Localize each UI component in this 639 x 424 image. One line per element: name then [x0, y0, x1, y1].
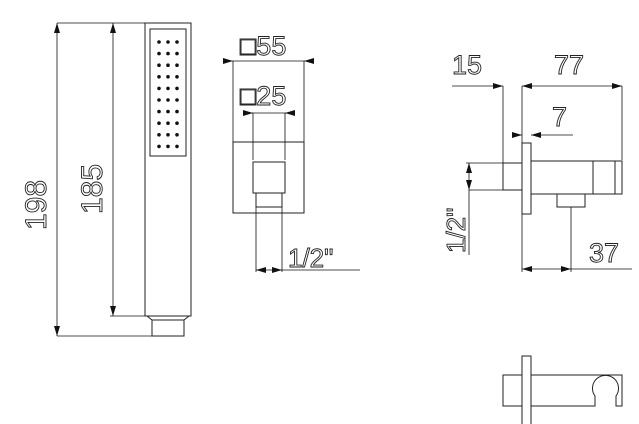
spray-nozzle: [166, 133, 170, 137]
spray-nozzle: [166, 144, 170, 149]
spray-nozzle: [157, 144, 161, 149]
hand-shower-front-view: 198 185: [20, 22, 192, 337]
outlet-body: [252, 161, 286, 194]
wall-outlet-front-view: □55 □25 1/2": [223, 31, 360, 273]
spray-nozzle: [166, 98, 170, 102]
spray-nozzle: [166, 40, 170, 44]
spray-nozzle: [166, 86, 170, 91]
spray-nozzle: [175, 86, 179, 91]
dimension-label-thread-side: 1/2": [441, 208, 471, 253]
side-inlet-connector: [502, 162, 523, 191]
dimension-label-7: 7: [552, 102, 567, 132]
spray-nozzle: [157, 40, 161, 44]
spray-nozzle: [166, 75, 170, 79]
handle-neck: [146, 315, 190, 321]
hose-connector: [151, 319, 185, 337]
spray-nozzle: [157, 63, 161, 67]
spray-nozzle: [175, 121, 179, 125]
spray-nozzle: [166, 51, 170, 56]
shower-handle-outline: [144, 22, 192, 317]
spray-nozzles: [157, 40, 179, 149]
spray-nozzle: [157, 109, 161, 114]
spray-nozzle: [157, 75, 161, 79]
dimension-label-198: 198: [20, 180, 53, 230]
spray-nozzle: [175, 109, 179, 114]
dimension-label-37: 37: [589, 238, 619, 268]
wall-outlet-top-view: [502, 355, 623, 424]
side-wall-plate: [521, 142, 532, 215]
side-outlet-nipple: [556, 193, 586, 208]
spray-nozzle: [175, 133, 179, 137]
hand-shower-holder-hook: [531, 374, 623, 407]
spray-face-panel: [149, 28, 187, 157]
spray-nozzle: [157, 133, 161, 137]
side-bracket-body: [530, 160, 623, 195]
spray-nozzle: [175, 63, 179, 67]
spray-nozzle: [175, 40, 179, 44]
top-wall-plate: [521, 355, 532, 424]
outlet-thread: [255, 192, 283, 208]
spray-nozzle: [157, 121, 161, 125]
spray-nozzle: [166, 121, 170, 125]
spray-nozzle: [157, 98, 161, 102]
spray-nozzle: [166, 109, 170, 114]
spray-nozzle: [175, 144, 179, 149]
dimension-label-55: □55: [240, 31, 286, 61]
spray-nozzle: [175, 51, 179, 56]
top-inlet-connector: [502, 374, 523, 407]
wall-plate: [232, 141, 305, 214]
dimension-label-thread-front: 1/2": [288, 243, 333, 273]
spray-nozzle: [157, 51, 161, 56]
dimension-label-15: 15: [452, 50, 482, 80]
spray-nozzle: [157, 86, 161, 91]
dimension-label-185: 185: [76, 164, 109, 214]
spray-nozzle: [175, 75, 179, 79]
dimension-label-25: □25: [240, 81, 286, 111]
spray-nozzle: [166, 63, 170, 67]
spray-nozzle: [175, 98, 179, 102]
wall-outlet-side-view: 15 77 7 1/2" 37: [441, 50, 632, 272]
dimension-label-77: 77: [554, 50, 584, 80]
